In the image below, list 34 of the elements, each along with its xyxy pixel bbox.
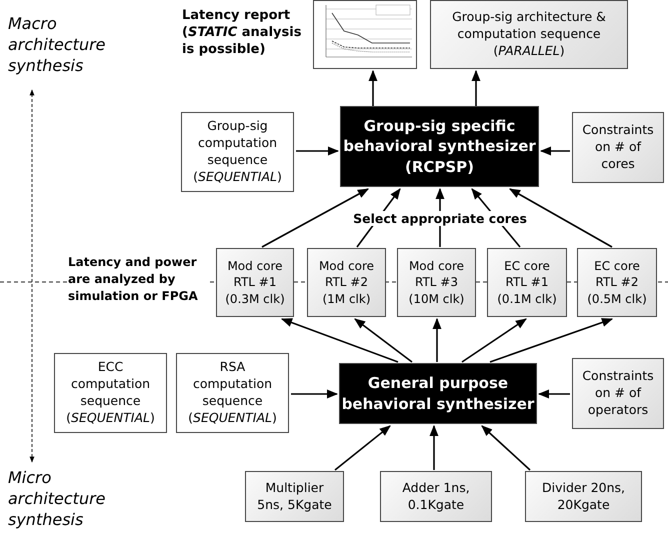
process-box: Mod core RTL #1 (0.3M clk)	[216, 248, 294, 317]
arrow	[262, 188, 369, 248]
arrow	[280, 318, 398, 363]
arrow	[354, 318, 412, 363]
arrow	[334, 425, 391, 471]
arrow	[430, 424, 438, 470]
arrow	[291, 390, 338, 398]
process-box: Group-sig architecture & computation sequence (PARALLEL)	[430, 0, 628, 69]
process-box: Mod core RTL #3 (10M clk)	[397, 248, 476, 317]
arrow	[462, 318, 527, 363]
process-box: Multiplier 5ns, 5Kgate	[245, 471, 344, 522]
arrow	[540, 146, 570, 156]
arrow	[509, 188, 612, 248]
process-box: Adder 1ns, 0.1Kgate	[380, 471, 492, 522]
arrow	[490, 318, 614, 363]
node-label: Latency report (STATIC analysis is possible)	[182, 8, 302, 59]
process-box: ECC computation sequence (SEQUENTIAL)	[54, 353, 167, 433]
process-box: Mod core RTL #2 (1M clk)	[307, 248, 386, 317]
arrow	[538, 390, 570, 398]
process-box: EC core RTL #2 (0.5M clk)	[577, 248, 657, 317]
arrow	[472, 70, 480, 106]
process-box: Divider 20ns, 20Kgate	[525, 471, 642, 522]
process-box: RSA computation sequence (SEQUENTIAL)	[176, 353, 289, 433]
process-box: Group-sig computation sequence (SEQUENTIAL)	[181, 112, 294, 192]
chart-thumbnail	[313, 0, 417, 69]
synthesizer-box: Group-sig specific behavioral synthesizer (RCPSP)	[340, 106, 539, 187]
arrow	[481, 425, 531, 471]
arrow	[368, 70, 378, 106]
arrow	[432, 318, 442, 362]
arrow	[296, 146, 340, 156]
process-box: Constraints on # of operators	[572, 358, 664, 429]
process-box: EC core RTL #1 (0.1M clk)	[487, 248, 567, 317]
synthesizer-box: General purpose behavioral synthesizer	[339, 363, 537, 424]
process-box: Constraints on # of cores	[572, 112, 664, 183]
